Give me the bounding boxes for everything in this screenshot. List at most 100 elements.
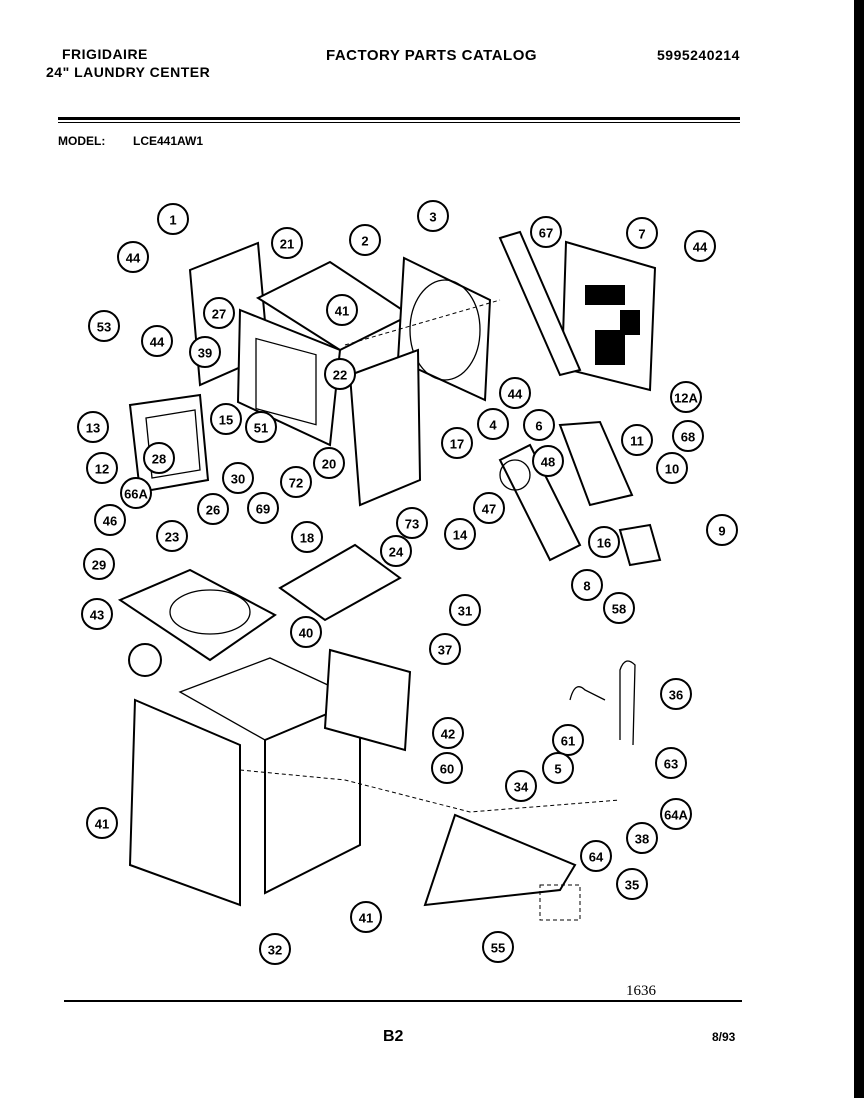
part-callout-label: 18 <box>300 531 314 546</box>
part-callout-label: 14 <box>453 528 468 543</box>
part-callout: 15 <box>210 403 242 435</box>
blower-housing <box>498 443 582 562</box>
part-callout-label: 41 <box>359 911 373 926</box>
part-callout: 37 <box>429 633 461 665</box>
base-pan <box>423 813 577 907</box>
part-callout: 46 <box>94 504 126 536</box>
part-callout: 13 <box>77 411 109 443</box>
part-callout-label: 26 <box>206 503 220 518</box>
brand-name: FRIGIDAIRE <box>62 46 148 62</box>
part-callout: 44 <box>117 241 149 273</box>
part-callout-label: 30 <box>231 472 245 487</box>
part-callout: 48 <box>532 445 564 477</box>
hose <box>619 660 636 746</box>
part-callout: 26 <box>197 493 229 525</box>
part-callout-label: 46 <box>103 514 117 529</box>
part-callout: 17 <box>441 427 473 459</box>
part-callout-label: 36 <box>669 688 683 703</box>
part-callout-label: 13 <box>86 421 100 436</box>
part-callout: 38 <box>626 822 658 854</box>
part-callout: 39 <box>189 336 221 368</box>
part-callout-label: 53 <box>97 320 111 335</box>
part-callout-label: 39 <box>198 346 212 361</box>
part-callout: 73 <box>396 507 428 539</box>
part-callout-label: 48 <box>541 455 555 470</box>
part-callout: 20 <box>313 447 345 479</box>
side-panel <box>348 348 422 507</box>
part-callout: 35 <box>616 868 648 900</box>
part-callout: 8 <box>571 569 603 601</box>
part-callout: 4 <box>477 408 509 440</box>
part-callout-label: 5 <box>554 762 561 777</box>
part-callout-label: 47 <box>482 502 496 517</box>
part-callout-label: 63 <box>664 757 678 772</box>
vent-slot <box>595 330 625 365</box>
part-callout: 40 <box>290 616 322 648</box>
part-callout-label: 1 <box>169 213 176 228</box>
part-callout-label: 27 <box>212 307 226 322</box>
part-callout-label: 7 <box>638 227 645 242</box>
clamp <box>569 686 606 701</box>
drum <box>409 279 481 381</box>
part-callout: 28 <box>143 442 175 474</box>
part-callout: 69 <box>247 492 279 524</box>
part-callout: 42 <box>432 717 464 749</box>
rear-access-panel <box>323 648 412 752</box>
door-opening <box>255 337 317 426</box>
part-callout: 11 <box>621 424 653 456</box>
part-callout: 30 <box>222 462 254 494</box>
part-callout-label: 4 <box>489 418 497 433</box>
footer-rule <box>64 1000 742 1002</box>
part-callout: 27 <box>203 297 235 329</box>
part-callout: 36 <box>660 678 692 710</box>
part-callout-label: 37 <box>438 643 452 658</box>
exhaust-duct <box>498 230 582 377</box>
part-callout: 1 <box>157 203 189 235</box>
part-callout: 12 <box>86 452 118 484</box>
part-callout-label: 44 <box>508 387 523 402</box>
assembly-line <box>239 769 621 813</box>
dryer-door <box>128 393 210 494</box>
part-callout-label: 11 <box>630 434 644 449</box>
part-callout-label: 8 <box>583 579 590 594</box>
part-callout-label: 58 <box>612 602 626 617</box>
part-callout-label: 61 <box>561 734 575 749</box>
part-callout: 29 <box>83 548 115 580</box>
part-callout-label: 12 <box>95 462 109 477</box>
tub-opening <box>169 589 251 635</box>
figure-number: 1636 <box>626 983 656 999</box>
part-callout: 23 <box>156 520 188 552</box>
part-callout-label: 41 <box>95 817 109 832</box>
part-callout-label: 43 <box>90 608 104 623</box>
part-callout: 41 <box>350 901 382 933</box>
part-callout-label: 23 <box>165 530 179 545</box>
part-callout-label: 68 <box>681 430 695 445</box>
part-callout: 12A <box>670 381 702 413</box>
part-callout-label: 66A <box>124 487 148 502</box>
catalog-title: FACTORY PARTS CATALOG <box>326 47 538 64</box>
part-callout: 44 <box>684 230 716 262</box>
part-callout: 5 <box>542 752 574 784</box>
part-callout: 61 <box>552 724 584 756</box>
part-callout-label: 41 <box>335 304 349 319</box>
part-callout-label: 42 <box>441 727 455 742</box>
part-callout-label: 17 <box>450 437 464 452</box>
part-callout: 32 <box>259 933 291 965</box>
part-callout: 60 <box>431 752 463 784</box>
part-callout: 21 <box>271 227 303 259</box>
vent-slot <box>585 285 625 305</box>
model-label: MODEL: <box>58 134 106 148</box>
part-callout: 41 <box>326 294 358 326</box>
part-callout-label: 32 <box>268 943 282 958</box>
part-callout: 55 <box>482 931 514 963</box>
part-callout: 53 <box>88 310 120 342</box>
part-callout-label: 73 <box>405 517 419 532</box>
part-callout: 31 <box>449 594 481 626</box>
part-callout-label: 64 <box>589 850 604 865</box>
part-callout-label: 16 <box>597 536 611 551</box>
part-callout: 41 <box>86 807 118 839</box>
part-callout: 44 <box>141 325 173 357</box>
header-rule <box>58 117 740 120</box>
part-callout-label: 64A <box>664 808 688 823</box>
lint-filter <box>499 459 531 491</box>
